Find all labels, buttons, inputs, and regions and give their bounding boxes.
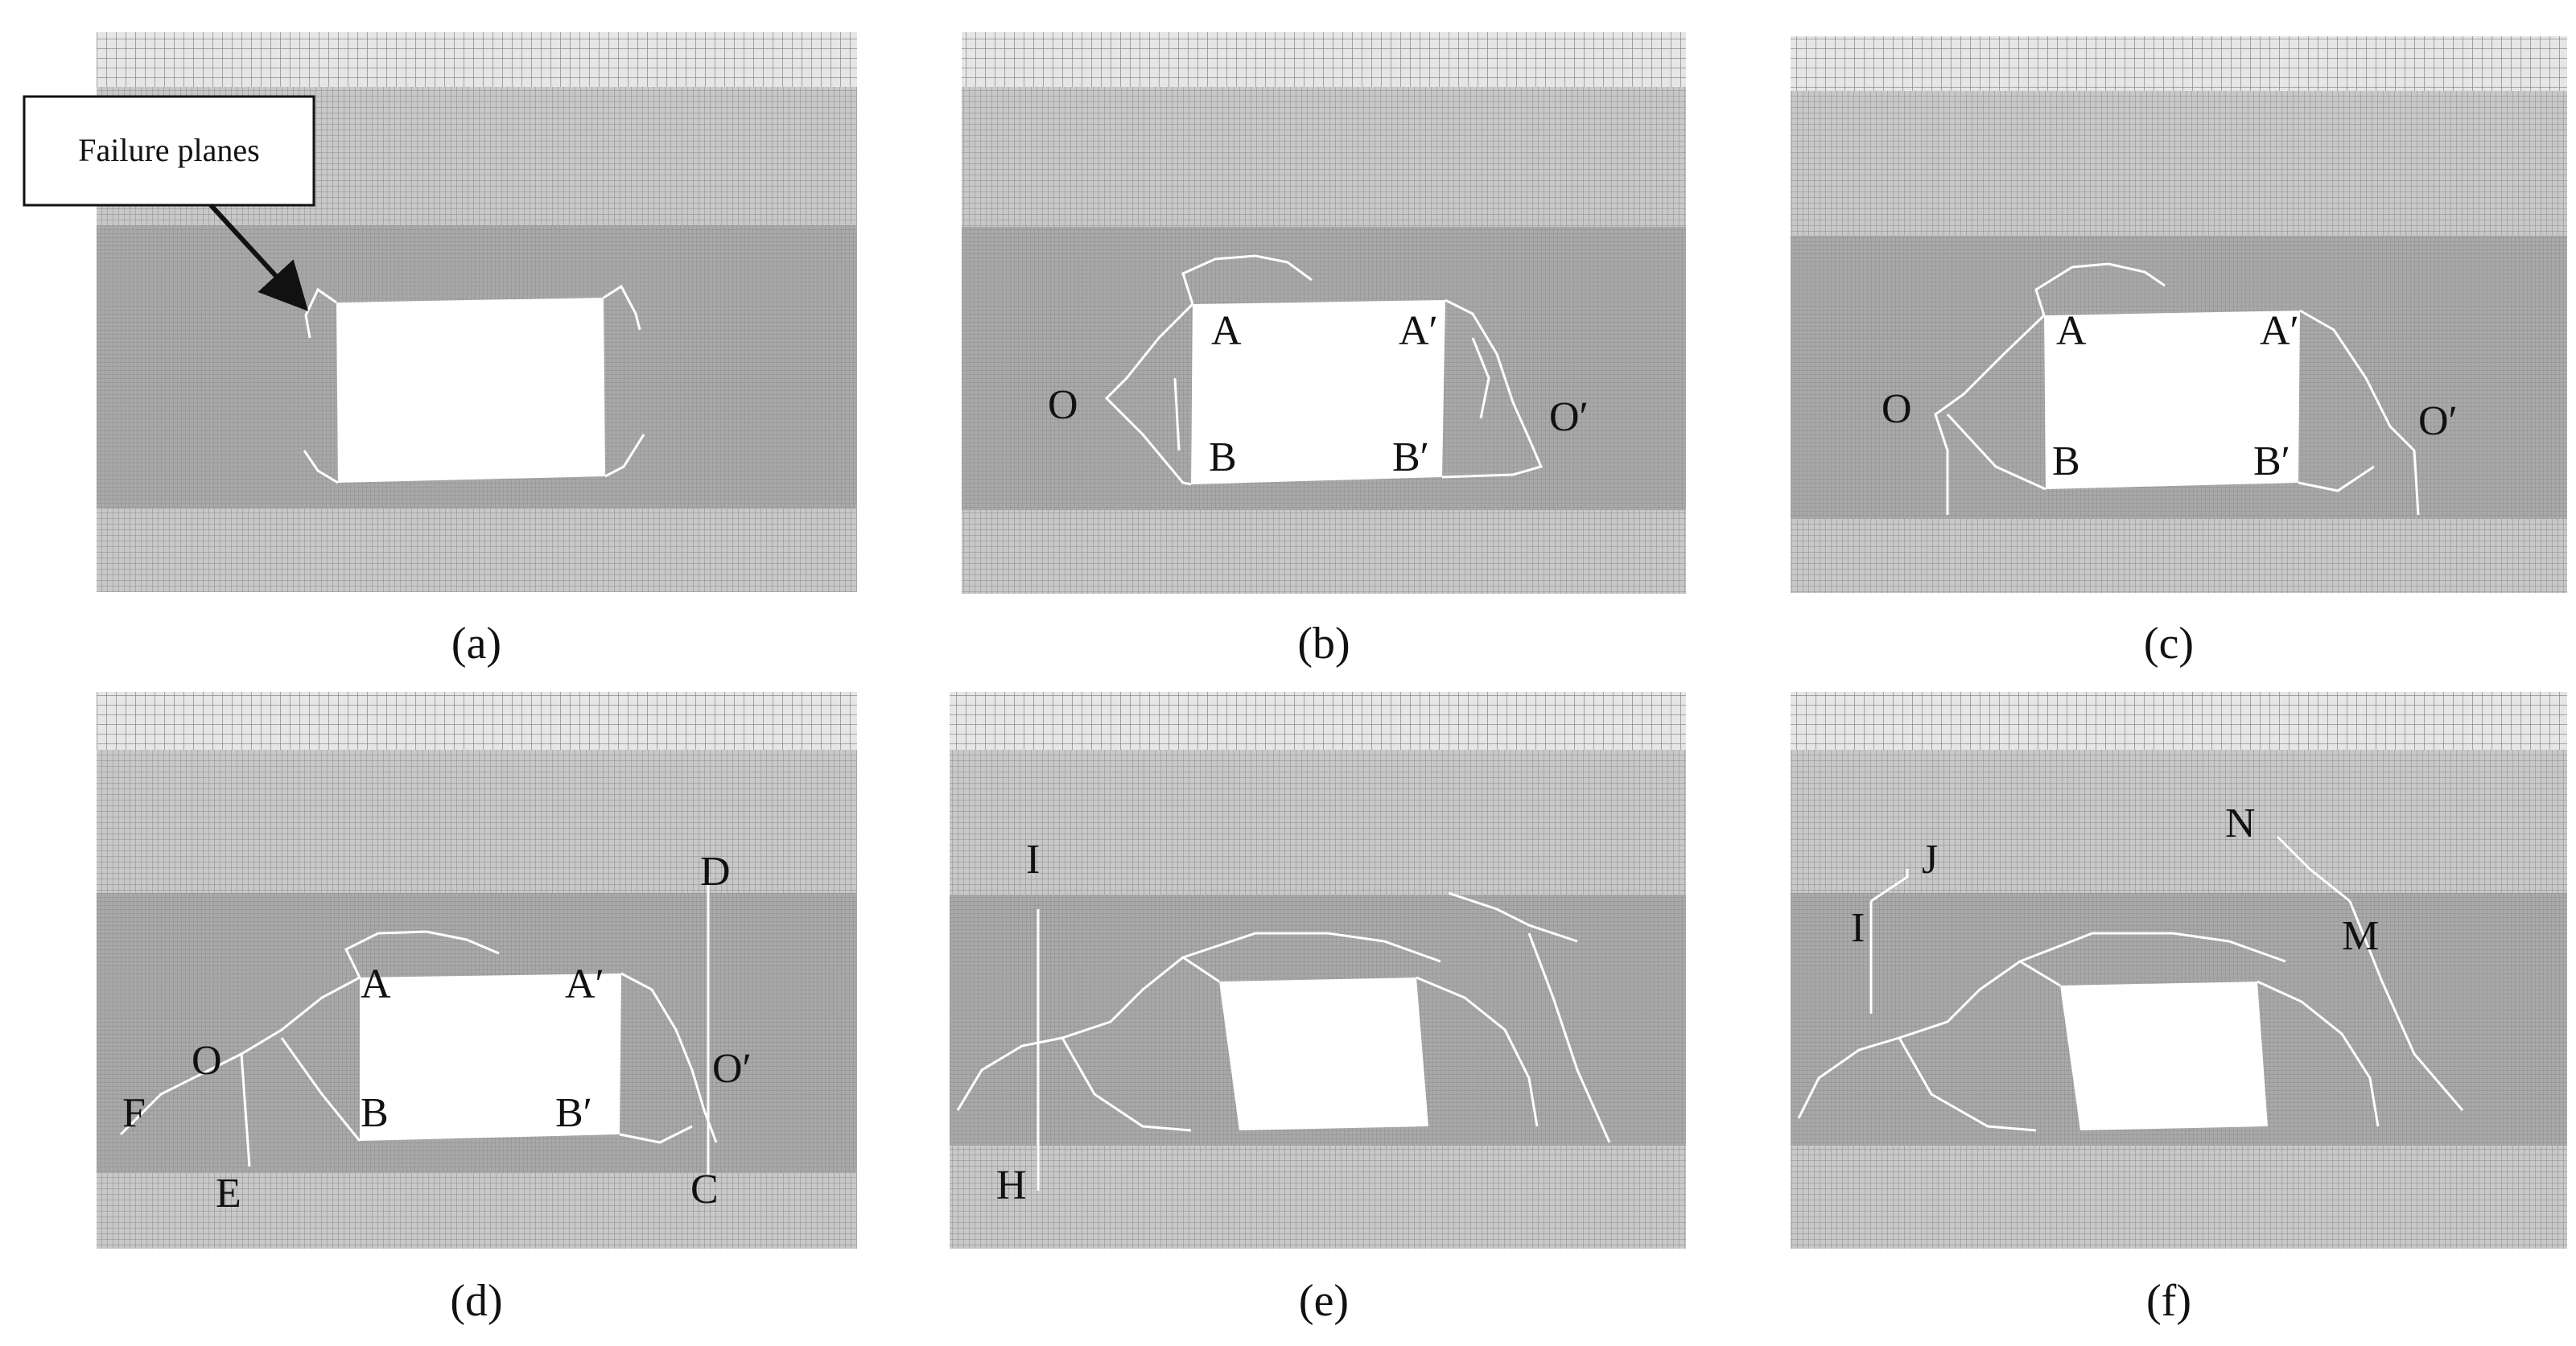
mid-lower-layer [1791, 519, 2567, 593]
panel-d: D A A′ O O′ F B B′ E C (d) [97, 692, 857, 1326]
label-B: B [2052, 438, 2080, 484]
label-A-prime: A′ [1399, 308, 1438, 354]
panel-caption: (d) [450, 1276, 502, 1326]
label-E: E [216, 1171, 241, 1216]
label-O: O [1048, 382, 1078, 428]
panel-caption: (b) [1297, 619, 1350, 669]
coarse-top-layer [962, 32, 1686, 87]
label-O-prime: O′ [712, 1046, 752, 1092]
coarse-top-layer [97, 692, 857, 750]
mid-upper-layer [97, 750, 857, 893]
failure-cracks [1797, 835, 2464, 1132]
mid-lower-layer [962, 510, 1686, 594]
mid-lower-layer [1791, 1146, 2567, 1249]
excavation-opening [2060, 982, 2268, 1130]
mid-upper-layer [1791, 750, 2567, 893]
label-A-prime: A′ [2260, 308, 2299, 354]
label-O-prime: O′ [1549, 394, 1589, 440]
failure-cracks [1934, 262, 2420, 516]
panel-f: J N I M (f) [1791, 692, 2567, 1326]
label-O: O [192, 1038, 222, 1084]
label-F: F [122, 1090, 146, 1136]
excavation-opening [1219, 978, 1428, 1130]
excavation-opening [1191, 300, 1445, 484]
excavation-opening [336, 298, 605, 483]
label-N: N [2225, 801, 2256, 846]
panel-b: A A′ O O′ B B′ (b) [962, 32, 1686, 669]
mid-lower-layer [950, 1146, 1686, 1249]
callout-box: Failure planes [23, 95, 315, 207]
panel-caption: (e) [1299, 1276, 1349, 1326]
label-A: A [2056, 308, 2087, 354]
panel-a: Failure planes (a) [23, 32, 857, 669]
mid-lower-layer [97, 1173, 857, 1249]
mid-lower-layer [97, 508, 857, 592]
mid-upper-layer [1791, 91, 2567, 236]
mid-upper-layer [962, 87, 1686, 227]
failure-cracks [119, 877, 718, 1175]
label-D: D [700, 849, 731, 895]
coarse-top-layer [97, 32, 857, 87]
coarse-top-layer [1791, 692, 2567, 750]
label-O-prime: O′ [2418, 398, 2458, 444]
panel-c: A A′ O O′ B B′ (c) [1791, 36, 2567, 669]
label-C: C [690, 1167, 719, 1212]
label-H: H [996, 1163, 1027, 1208]
label-B-prime: B′ [1392, 434, 1429, 480]
failure-cracks [1104, 254, 1544, 486]
label-I: I [1851, 905, 1865, 951]
label-A: A [361, 961, 391, 1007]
label-B-prime: B′ [2253, 438, 2290, 484]
coarse-top-layer [1791, 36, 2567, 91]
coarse-top-layer [950, 692, 1686, 750]
label-J: J [1922, 837, 1938, 883]
label-A: A [1211, 308, 1242, 354]
label-B-prime: B′ [555, 1090, 592, 1136]
callout-arrow [208, 203, 309, 311]
label-M: M [2342, 913, 2379, 959]
mid-upper-layer [950, 750, 1686, 895]
label-O: O [1882, 386, 1912, 432]
panel-caption: (f) [2146, 1276, 2191, 1326]
panel-e: I H (e) [950, 692, 1686, 1326]
excavation-opening [360, 973, 621, 1141]
label-B: B [361, 1090, 389, 1136]
failure-cracks [956, 891, 1611, 1191]
excavation-opening [2044, 311, 2300, 489]
label-I: I [1026, 837, 1040, 883]
callout-text: Failure planes [78, 132, 260, 168]
label-B: B [1209, 434, 1237, 480]
panel-caption: (a) [451, 619, 501, 669]
panel-caption: (c) [2144, 619, 2194, 669]
label-A-prime: A′ [565, 961, 604, 1007]
failure-cracks [303, 284, 645, 484]
